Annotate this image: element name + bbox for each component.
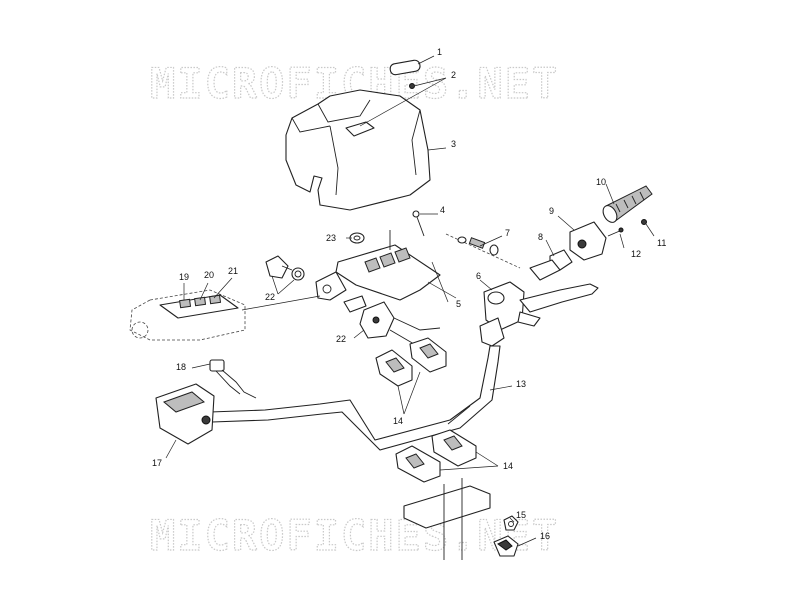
- part-16-clamp: [493, 535, 519, 557]
- part-4-bolt: [412, 210, 425, 237]
- callout-19: 19: [179, 272, 189, 282]
- callout-1: 1: [437, 47, 442, 57]
- part-6-brake-master-cylinder: [479, 281, 525, 347]
- part-17-left-control-switch: [155, 383, 215, 445]
- part-8-bushing: [529, 249, 573, 281]
- part-13-handlebar: [209, 345, 501, 451]
- part-14-clamps-lower: [395, 429, 477, 483]
- callout-18: 18: [176, 362, 186, 372]
- callout-10: 10: [596, 177, 606, 187]
- callout-12: 12: [631, 249, 641, 259]
- part-5-bracket: [315, 230, 441, 301]
- callout-4: 4: [440, 205, 445, 215]
- callout-8: 8: [538, 232, 543, 242]
- part-12-screw: [607, 227, 624, 237]
- part-3-handlebar-cover: [285, 89, 431, 211]
- callout-20: 20: [204, 270, 214, 280]
- brake-lever: [517, 283, 599, 327]
- callout-14-lower: 14: [503, 461, 513, 471]
- callout-labels: 1 2 3 4 5 6 7 8 9 10 11 12 13 14 14 15 1…: [152, 47, 666, 541]
- callout-22-lower: 22: [336, 334, 346, 344]
- part-22-switch-lower: [343, 295, 441, 345]
- part-7-cable-fitting: [445, 233, 521, 269]
- part-11-end-screw: [641, 219, 647, 225]
- watermark-bottom: MICROFICHES.NET: [150, 511, 559, 560]
- callout-5: 5: [456, 299, 461, 309]
- callout-11: 11: [657, 238, 666, 248]
- callout-3: 3: [451, 139, 456, 149]
- callout-6: 6: [476, 271, 481, 281]
- part-19-21-switch-panel: [129, 289, 246, 341]
- callout-22-upper: 22: [265, 292, 275, 302]
- callout-23: 23: [326, 233, 336, 243]
- callout-9: 9: [549, 206, 554, 216]
- part-18-connector: [209, 359, 257, 399]
- part-2-screw: [409, 83, 415, 89]
- part-1-pad: [389, 59, 421, 76]
- part-9-throttle-housing: [569, 221, 607, 261]
- callout-21: 21: [228, 266, 238, 276]
- part-15-nut: [503, 515, 519, 531]
- steering-post-plate: [403, 478, 491, 560]
- callout-2: 2: [451, 70, 456, 80]
- part-14-clamps-upper: [375, 337, 447, 387]
- part-23-washer: [349, 232, 365, 244]
- part-22-switch-upper: [265, 255, 305, 281]
- callout-13: 13: [516, 379, 526, 389]
- part-10-grip: [602, 185, 653, 223]
- callout-16: 16: [540, 531, 550, 541]
- leader-lines: [165, 55, 655, 547]
- callout-7: 7: [505, 228, 510, 238]
- callout-17: 17: [152, 458, 162, 468]
- callout-15: 15: [516, 510, 526, 520]
- callout-14-upper: 14: [393, 416, 403, 426]
